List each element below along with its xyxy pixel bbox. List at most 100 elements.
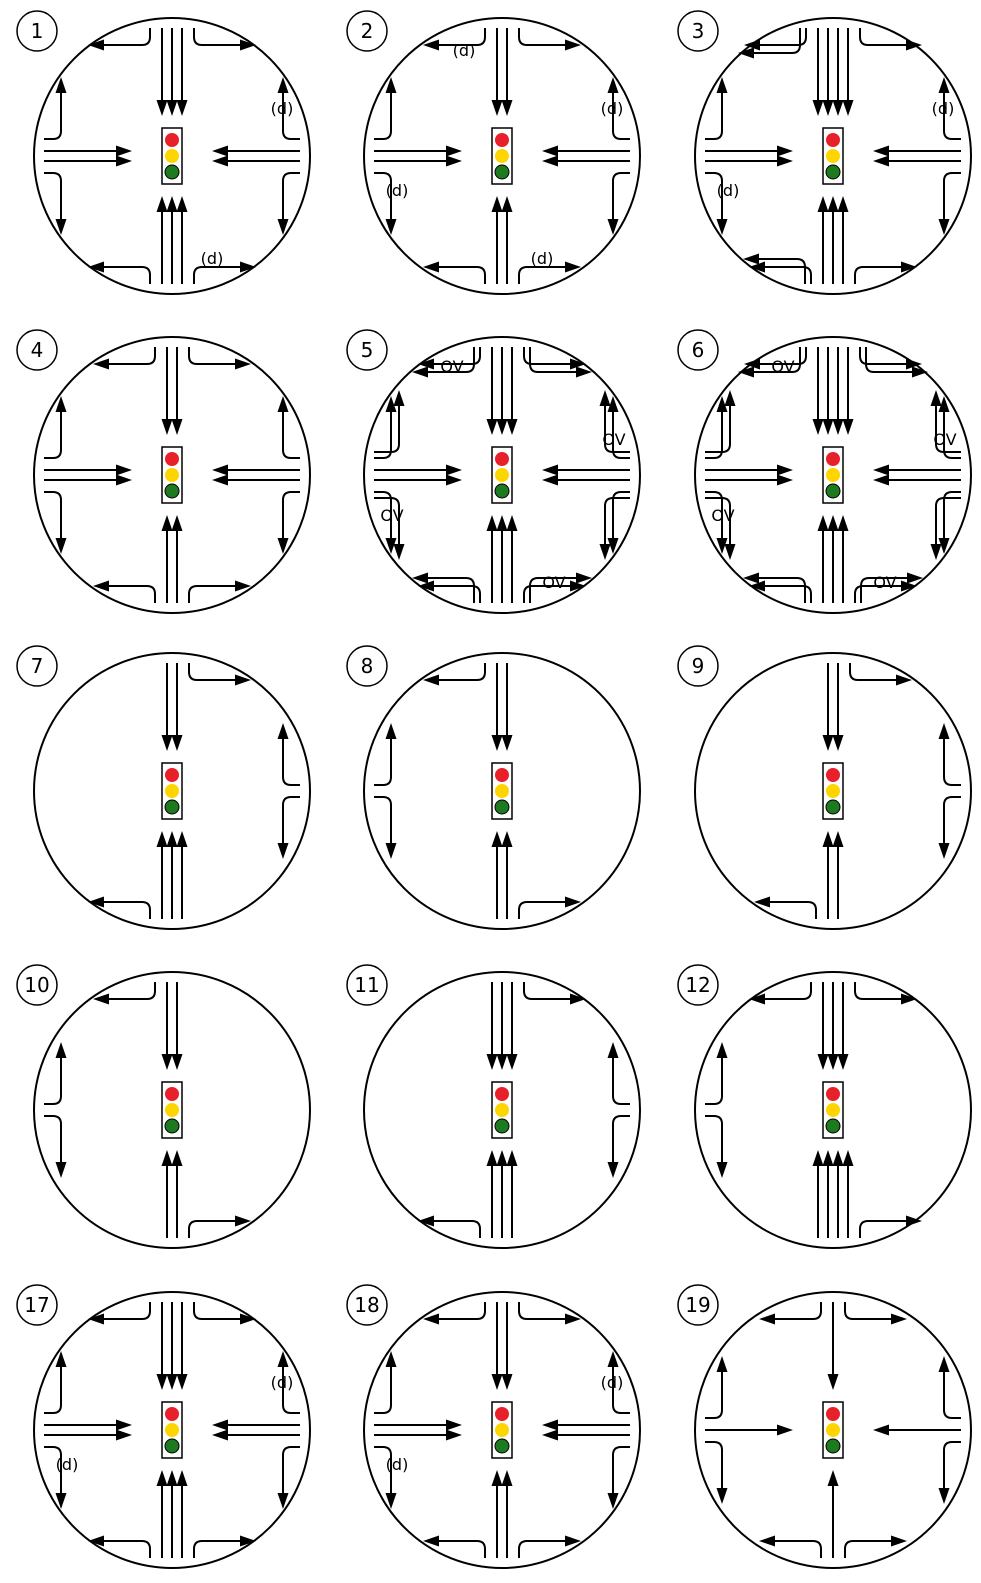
right-turn-head [393,544,405,560]
yellow-light-icon [495,1103,509,1117]
left-turn-arrow [188,347,237,365]
straight-arrow-head [446,1419,462,1431]
right-turn-head [570,580,586,592]
straight-arrow-head [542,464,558,476]
left-turn-arrow [432,585,481,603]
straight-arrow-head [176,100,188,116]
left-turn-arrow [102,266,151,284]
phase-number-badge [346,645,388,687]
red-light-icon [826,1087,840,1101]
left-turn-head [235,358,251,370]
right-turn-head [423,674,439,686]
approach [212,1351,300,1509]
d-label: (d) [717,181,740,200]
left-turn-arrow [865,347,914,373]
right-turn-arrow [752,28,801,54]
left-turn-arrow [437,1540,486,1558]
right-turn-arrow [854,585,903,603]
approach [738,28,922,116]
approach [161,1150,251,1238]
approach [212,396,300,554]
straight-arrow-head [777,155,793,167]
straight-arrow-head [873,1424,889,1436]
straight-arrow-head [176,831,188,847]
phase-number: 7 [31,654,44,678]
right-turn-head [55,1162,67,1178]
right-turn-head [93,358,109,370]
right-turn-head [240,1535,256,1547]
ov-label: OV [873,573,896,592]
straight-arrow-head [812,419,824,435]
left-turn-arrow [523,347,572,365]
straight-arrow-head [501,1470,513,1486]
approach [88,1302,256,1390]
red-light-icon [165,1407,179,1421]
approach [423,28,581,116]
left-turn-head [565,39,581,51]
left-turn-head [901,993,917,1005]
straight-arrow-head [161,735,173,751]
straight-arrow-head [817,1054,829,1070]
right-turn-arrow [374,497,400,546]
left-turn-head [716,77,728,93]
d-label: (d) [453,41,476,60]
right-turn-head [716,1162,728,1178]
right-turn-arrow [44,172,62,221]
approach [93,347,251,435]
phase-number-badge [16,645,58,687]
phase-number-badge [16,964,58,1006]
red-light-icon [826,133,840,147]
left-turn-head [55,1042,67,1058]
right-turn-head [716,538,728,554]
left-turn-arrow [374,1365,392,1414]
right-turn-arrow [107,347,156,365]
straight-arrow-head [812,100,824,116]
left-turn-arrow [935,497,961,546]
right-turn-head [240,261,256,273]
left-turn-arrow [763,585,812,603]
phase-diagram: 9 [677,645,972,930]
straight-arrow-head [212,1429,228,1441]
right-turn-arrow [860,577,909,603]
right-turn-arrow [44,1446,62,1495]
left-turn-arrow [374,737,392,786]
straight-arrow-head [501,196,513,212]
phase-number-badge [677,1284,719,1326]
straight-arrow-head [822,419,834,435]
left-turn-arrow [844,1302,893,1320]
phase-diagram: 7 [16,645,311,930]
straight-arrow-head [777,145,793,157]
right-turn-arrow [107,982,156,1000]
straight-arrow-head [873,474,889,486]
straight-arrow-head [822,831,834,847]
right-turn-arrow [523,585,572,603]
right-turn-arrow [612,1365,630,1414]
d-label: (d) [601,1373,624,1392]
phase-number: 3 [692,19,705,43]
d-label: (d) [386,181,409,200]
straight-arrow-head [446,1429,462,1441]
left-turn-head [570,993,586,1005]
right-turn-head [277,396,289,412]
approach [88,831,188,919]
left-turn-head [938,219,950,235]
straight-arrow-head [777,1424,793,1436]
right-turn-arrow [374,796,392,845]
straight-arrow-head [777,474,793,486]
straight-arrow-head [486,515,498,531]
left-turn-head [754,896,770,908]
approach [93,515,251,603]
left-turn-head [418,580,434,592]
phase-diagram: 17(d)(d) [16,1284,311,1569]
right-turn-arrow [188,1220,237,1238]
approach [88,28,256,116]
left-turn-arrow [374,404,400,453]
straight-arrow-head [156,196,168,212]
straight-arrow-head [171,735,183,751]
green-light-icon [164,483,180,499]
right-turn-head [55,219,67,235]
left-turn-head [938,1488,950,1504]
right-turn-arrow [529,577,578,603]
yellow-light-icon [495,1423,509,1437]
straight-arrow-head [116,474,132,486]
